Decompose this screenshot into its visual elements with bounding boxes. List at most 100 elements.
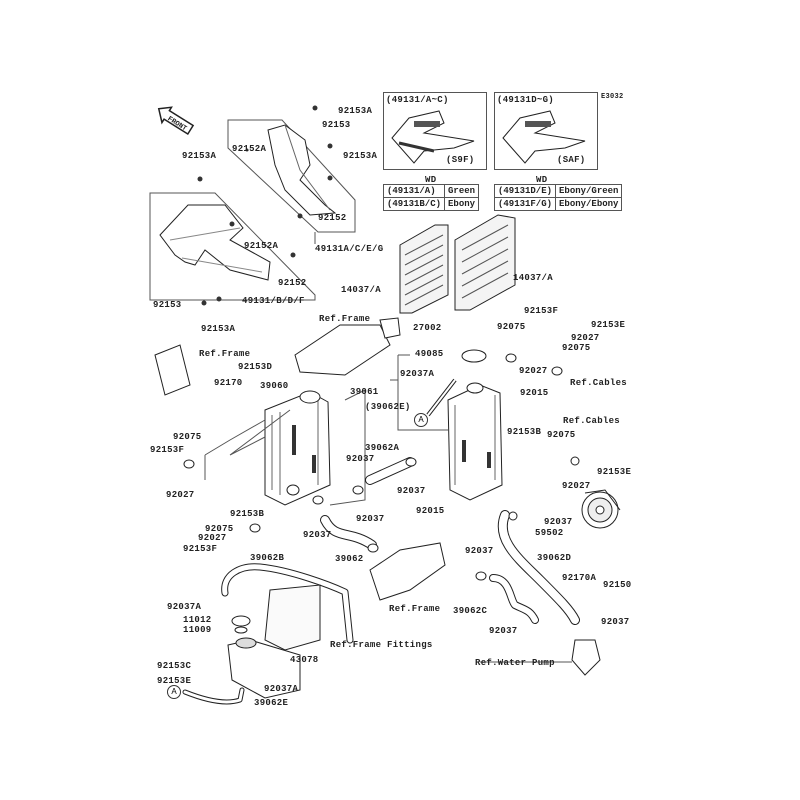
part-label: 14037/A	[341, 285, 381, 295]
radiator-left	[264, 390, 331, 506]
grommet-27002	[379, 317, 401, 339]
part-label: 92037	[397, 486, 426, 496]
table-cell: Ebony/Ebony	[555, 197, 623, 211]
table-cell: (49131D/E)	[493, 184, 557, 198]
inset-title: (49131/A~C)	[386, 95, 449, 105]
part-label: 43078	[290, 655, 319, 665]
front-arrow-icon: FRONT	[157, 106, 195, 136]
part-label: 92153E	[157, 676, 192, 686]
part-label: 92027	[519, 366, 548, 376]
reservoir-tank	[227, 584, 321, 699]
inset-s9f	[383, 92, 487, 170]
part-label: 92037A	[167, 602, 202, 612]
part-label: 92170A	[562, 573, 597, 583]
diagram-code: E3032	[601, 93, 624, 101]
part-label: 92075	[547, 430, 576, 440]
frame-bracket	[294, 324, 391, 376]
part-label: 92037	[346, 454, 375, 464]
radiator-grille-right	[454, 214, 516, 311]
part-label: 39062A	[365, 443, 400, 453]
inset-note: WD	[425, 175, 437, 185]
table-row: (49131F/G)Ebony/Ebony	[493, 197, 623, 211]
part-label: 92153	[153, 300, 182, 310]
part-label: 92153F	[183, 544, 218, 554]
bracket-group-outline	[227, 119, 356, 233]
part-label: 92075	[562, 343, 591, 353]
inset-saf	[494, 92, 598, 170]
table-cell: Green	[444, 184, 480, 198]
part-label: Ref.Frame	[199, 349, 251, 359]
part-label: 39061	[350, 387, 379, 397]
part-label: 92037	[465, 546, 494, 556]
color-table-left: (49131/A)Green (49131B/C)Ebony	[382, 184, 480, 211]
part-label: 92037	[303, 530, 332, 540]
part-label: 92150	[603, 580, 632, 590]
part-label: 92075	[205, 524, 234, 534]
part-label: 92153B	[230, 509, 265, 519]
part-label: Ref.Cables	[570, 378, 628, 388]
color-table-right: (49131D/E)Ebony/Green (49131F/G)Ebony/Eb…	[493, 184, 623, 211]
part-label: 59502	[535, 528, 564, 538]
table-cell: Ebony/Green	[555, 184, 623, 198]
table-row: (49131/A)Green	[382, 184, 480, 198]
hose-clamps	[183, 353, 580, 581]
part-label: 92153A	[201, 324, 236, 334]
frame-left	[154, 344, 191, 396]
part-label: 92152A	[244, 241, 279, 251]
part-label: Ref.Water Pump	[475, 658, 555, 668]
part-label: 92037A	[400, 369, 435, 379]
water-pump	[571, 639, 601, 676]
part-label: 92153A	[338, 106, 373, 116]
part-label: 92015	[520, 388, 549, 398]
part-label: 92037A	[264, 684, 299, 694]
part-label: 92153A	[343, 151, 378, 161]
part-label: 49131/B/D/F	[242, 296, 305, 306]
part-label: 39062D	[537, 553, 572, 563]
radiator-shroud	[159, 204, 271, 281]
part-label: 39062E	[254, 698, 289, 708]
part-label: 92170	[214, 378, 243, 388]
table-cell: (49131/A)	[382, 184, 446, 198]
part-label: 92027	[571, 333, 600, 343]
part-label: Ref.Frame	[319, 314, 371, 324]
part-label: 92152A	[232, 144, 267, 154]
part-label: 92152	[318, 213, 347, 223]
shroud-group-outline	[149, 192, 316, 301]
part-label: 39060	[260, 381, 289, 391]
part-label: Ref.Frame	[389, 604, 441, 614]
fasteners	[197, 105, 333, 306]
inset-title: (49131D~G)	[497, 95, 555, 105]
radiator-cap	[461, 349, 487, 363]
shroud-graphic-saf	[502, 110, 586, 164]
shroud-graphic-s9f	[391, 110, 475, 164]
part-label: 27002	[413, 323, 442, 333]
part-label: 49131A/C/E/G	[315, 244, 384, 254]
part-label: 14037/A	[513, 273, 553, 283]
part-label: 92153A	[182, 151, 217, 161]
part-label: 92015	[416, 506, 445, 516]
part-label: 92037	[544, 517, 573, 527]
table-cell: Ebony	[444, 197, 480, 211]
table-cell: (49131F/G)	[493, 197, 557, 211]
shroud-bracket	[267, 124, 337, 216]
cooling-fan	[581, 489, 621, 529]
table-row: (49131D/E)Ebony/Green	[493, 184, 623, 198]
part-label: 92153	[322, 120, 351, 130]
part-label: 92037	[601, 617, 630, 627]
part-label: 92153F	[524, 306, 559, 316]
part-label: 92075	[173, 432, 202, 442]
callout-marker-a: A	[167, 685, 181, 699]
part-label: Ref.Frame Fittings	[330, 640, 433, 650]
part-label: 92075	[497, 322, 526, 332]
part-label: 92153D	[238, 362, 273, 372]
part-label: 39062C	[453, 606, 488, 616]
part-label: 92153E	[597, 467, 632, 477]
part-label: 92037	[489, 626, 518, 636]
inset-code: (S9F)	[446, 155, 475, 165]
part-label: 92153F	[150, 445, 185, 455]
part-label: 92153E	[591, 320, 626, 330]
part-label: 39062	[335, 554, 364, 564]
inset-code: (SAF)	[557, 155, 586, 165]
